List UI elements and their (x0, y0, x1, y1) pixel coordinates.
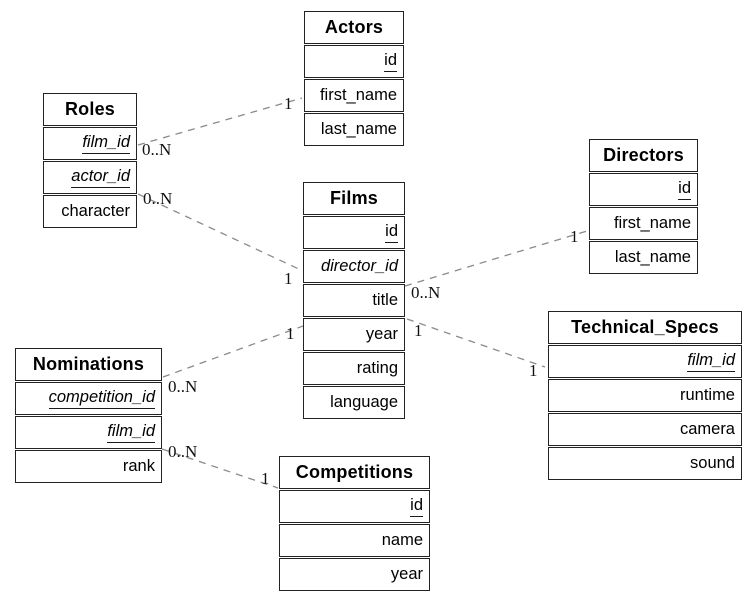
field-films-director_id: director_id (303, 250, 405, 283)
relationship-line-roles-films (137, 193, 304, 272)
field-label: runtime (679, 386, 735, 404)
field-nominations-competition_id: competition_id (15, 382, 162, 415)
field-label: rank (122, 457, 155, 475)
field-label: film_id (107, 422, 155, 443)
field-actors-id: id (304, 45, 404, 78)
cardinality-label-films-directors-0: 0..N (411, 283, 441, 302)
relationship-line-films-technical_specs (406, 318, 546, 368)
field-label: director_id (320, 257, 398, 275)
field-label: camera (679, 420, 735, 438)
table-competitions: Competitions id name year (279, 456, 430, 592)
field-nominations-film_id: film_id (15, 416, 162, 449)
field-label: id (385, 222, 398, 243)
field-label: actor_id (71, 167, 130, 188)
field-label: title (372, 291, 398, 309)
field-technical_specs-camera: camera (548, 413, 742, 446)
field-label: year (390, 565, 423, 583)
field-label: id (410, 496, 423, 517)
field-competitions-id: id (279, 490, 430, 523)
field-technical_specs-runtime: runtime (548, 379, 742, 412)
field-label: last_name (320, 120, 397, 138)
field-competitions-year: year (279, 558, 430, 591)
field-roles-actor_id: actor_id (43, 161, 137, 194)
table-header-competitions: Competitions (279, 456, 430, 489)
field-films-id: id (303, 216, 405, 249)
field-label: language (330, 393, 398, 411)
cardinality-label-nominations-films-0: 0..N (168, 377, 198, 396)
field-nominations-rank: rank (15, 450, 162, 483)
cardinality-label-roles-actors-0: 0..N (142, 140, 172, 159)
field-label: id (384, 51, 397, 72)
cardinality-label-roles-actors-1: 1 (284, 94, 293, 113)
table-header-technical_specs: Technical_Specs (548, 311, 742, 344)
field-actors-first_name: first_name (304, 79, 404, 112)
field-films-year: year (303, 318, 405, 351)
cardinality-label-nominations-films-1: 1 (286, 324, 295, 343)
table-header-directors: Directors (589, 139, 698, 172)
cardinality-label-roles-films-0: 0..N (143, 189, 173, 208)
field-films-rating: rating (303, 352, 405, 385)
field-label: year (365, 325, 398, 343)
relationship-line-roles-actors (137, 97, 303, 146)
cardinality-label-films-directors-1: 1 (570, 227, 579, 246)
field-label: film_id (687, 351, 735, 372)
table-header-nominations: Nominations (15, 348, 162, 381)
field-label: character (61, 202, 130, 220)
field-label: first_name (613, 214, 691, 232)
cardinality-label-nominations-competitions-0: 0..N (168, 442, 198, 461)
field-label: id (678, 179, 691, 200)
field-label: film_id (82, 133, 130, 154)
relationship-line-nominations-films (162, 325, 304, 378)
field-label: sound (690, 454, 735, 472)
field-actors-last_name: last_name (304, 113, 404, 146)
table-roles: Roles film_id actor_id character (43, 93, 137, 229)
field-label: name (381, 531, 423, 549)
field-label: first_name (319, 86, 397, 104)
field-label: competition_id (48, 388, 155, 409)
table-header-roles: Roles (43, 93, 137, 126)
field-directors-id: id (589, 173, 698, 206)
table-directors: Directors id first_name last_name (589, 139, 698, 275)
field-directors-last_name: last_name (589, 241, 698, 274)
cardinality-label-films-technical_specs-0: 1 (414, 321, 423, 340)
field-roles-film_id: film_id (43, 127, 137, 160)
table-header-actors: Actors (304, 11, 404, 44)
relationship-line-films-directors (404, 230, 588, 287)
field-label: rating (356, 359, 398, 377)
field-technical_specs-sound: sound (548, 447, 742, 480)
field-competitions-name: name (279, 524, 430, 557)
field-roles-character: character (43, 195, 137, 228)
field-technical_specs-film_id: film_id (548, 345, 742, 378)
table-header-films: Films (303, 182, 405, 215)
cardinality-label-roles-films-1: 1 (284, 269, 293, 288)
field-films-title: title (303, 284, 405, 317)
cardinality-label-films-technical_specs-1: 1 (529, 361, 538, 380)
cardinality-label-nominations-competitions-1: 1 (261, 469, 270, 488)
field-films-language: language (303, 386, 405, 419)
field-directors-first_name: first_name (589, 207, 698, 240)
table-actors: Actors id first_name last_name (304, 11, 404, 147)
field-label: last_name (614, 248, 691, 266)
